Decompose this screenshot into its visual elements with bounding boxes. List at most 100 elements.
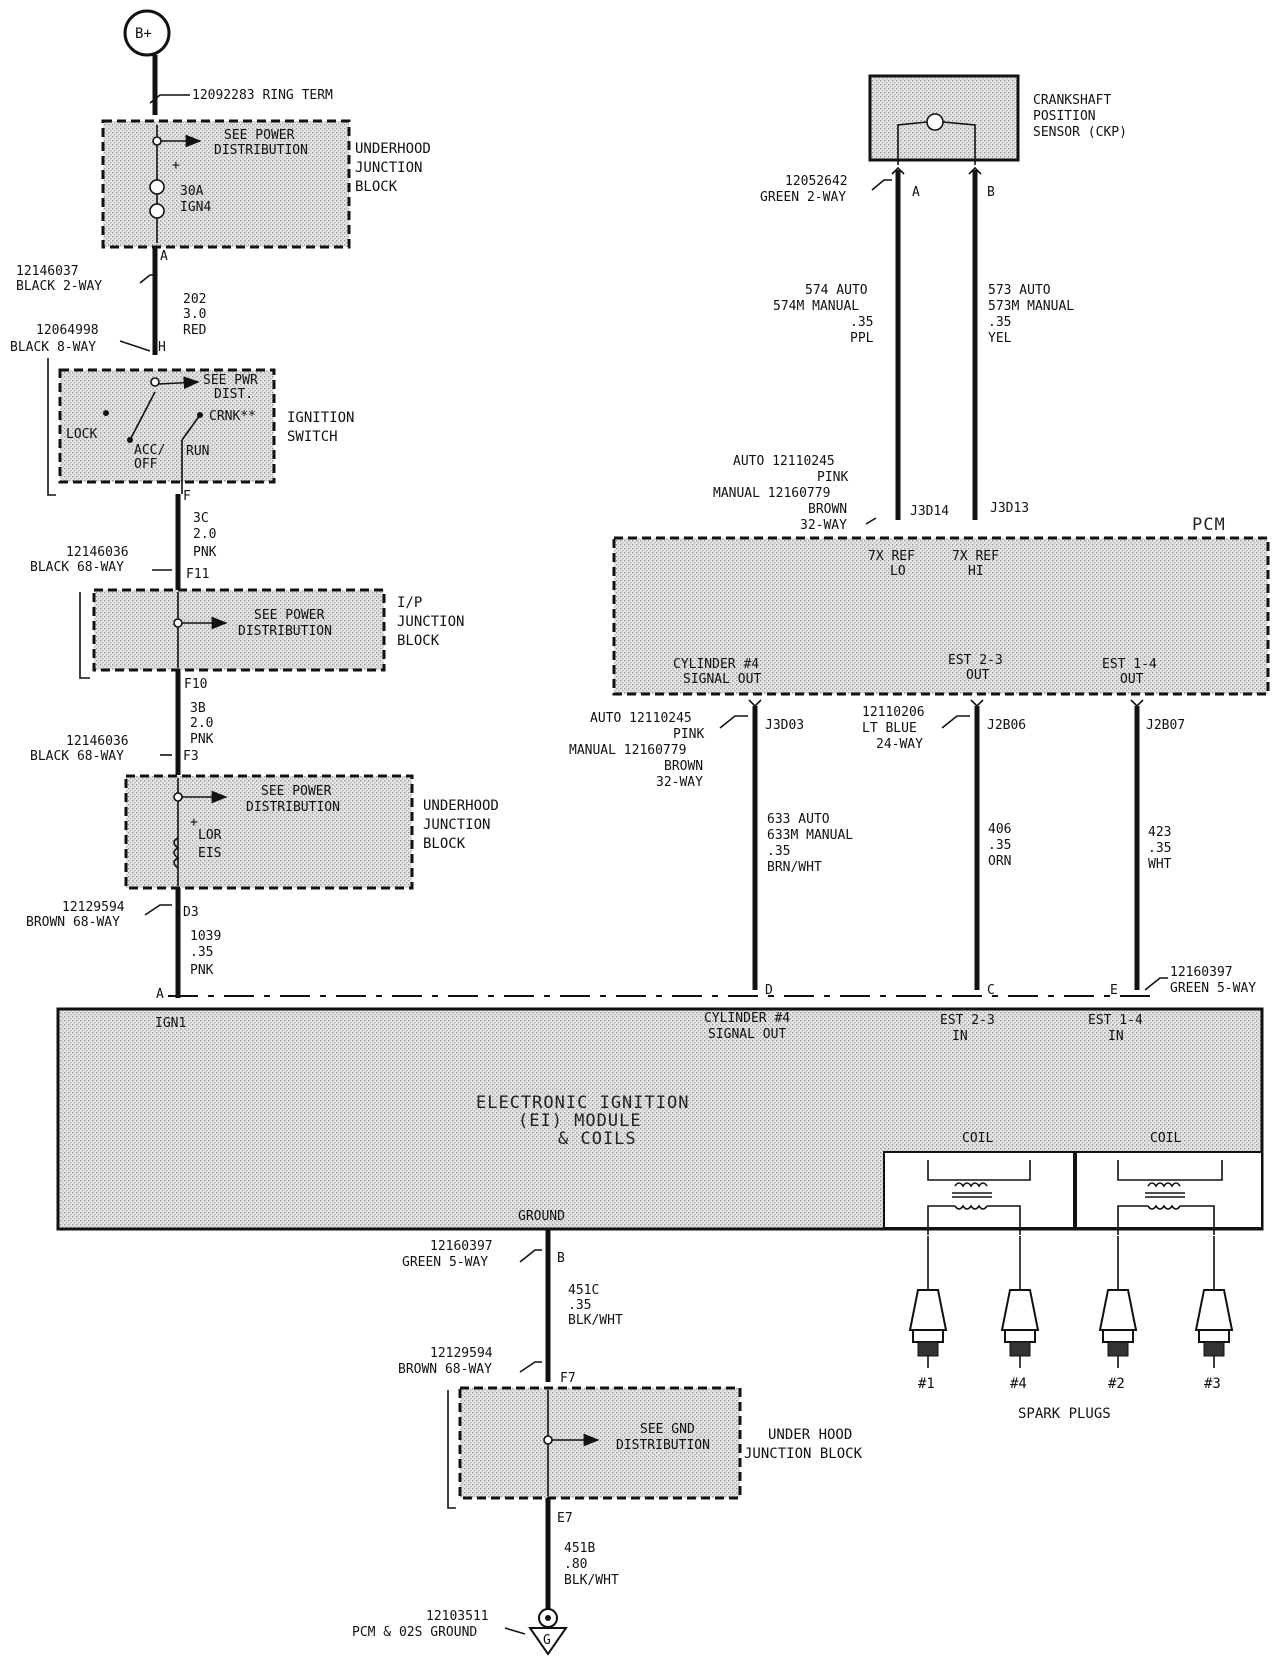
svg-text:3.0: 3.0 [183,307,206,322]
svg-text:PNK: PNK [190,732,214,747]
svg-text:SEE POWER: SEE POWER [261,784,332,799]
svg-text:IGNITION: IGNITION [287,410,354,426]
svg-text:UNDER HOOD: UNDER HOOD [768,1427,852,1443]
svg-text:IGN1: IGN1 [155,1016,186,1031]
svg-text:H: H [158,340,166,355]
svg-text:MANUAL 12160779: MANUAL 12160779 [713,486,830,501]
svg-text:LO: LO [890,564,906,579]
svg-text:SWITCH: SWITCH [287,429,338,445]
svg-text:32-WAY: 32-WAY [656,775,703,790]
svg-text:E7: E7 [557,1511,573,1526]
svg-text:YEL: YEL [988,331,1012,346]
svg-text:BROWN 68-WAY: BROWN 68-WAY [26,915,120,930]
spark-plug-2: #2 [1098,1236,1138,1392]
svg-text:BROWN: BROWN [808,502,847,517]
svg-text:PINK: PINK [673,727,704,742]
svg-text:573 AUTO: 573 AUTO [988,283,1051,298]
svg-text:F: F [183,489,191,504]
svg-text:+: + [190,815,198,830]
svg-text:633M MANUAL: 633M MANUAL [767,828,853,843]
svg-text:2.0: 2.0 [193,527,216,542]
underhood-junction-block-mid: + SEE POWER DISTRIBUTION LOR EIS [124,774,414,890]
svg-text:SEE POWER: SEE POWER [224,128,295,143]
svg-text:202: 202 [183,292,206,307]
svg-text:.35: .35 [767,844,790,859]
svg-text:574M MANUAL: 574M MANUAL [773,299,859,314]
svg-text:SIGNAL OUT: SIGNAL OUT [683,672,761,687]
svg-text:GROUND: GROUND [518,1209,565,1224]
svg-text:RUN: RUN [186,444,209,459]
battery-label: B+ [135,26,152,42]
svg-text:C: C [987,983,995,998]
spark-plug-4: #4 [1000,1236,1040,1392]
svg-text:JUNCTION: JUNCTION [355,160,422,176]
svg-text:J3D13: J3D13 [990,501,1029,516]
svg-text:B: B [987,185,995,200]
svg-text:HI: HI [968,564,984,579]
svg-text:574 AUTO: 574 AUTO [805,283,868,298]
svg-text:EST 1-4: EST 1-4 [1102,657,1157,672]
svg-text:1039: 1039 [190,929,221,944]
svg-text:LT BLUE: LT BLUE [862,721,917,736]
pcm-module: 7X REF LO 7X REF HI CYLINDER #4 SIGNAL O… [612,536,1270,696]
svg-text:D3: D3 [183,905,199,920]
svg-text:EST 2-3: EST 2-3 [948,653,1003,668]
spark-plug-1: #1 [908,1236,948,1392]
svg-text:451B: 451B [564,1541,595,1556]
crankshaft-position-sensor [868,74,1020,165]
pcm-title: PCM [1192,515,1226,535]
svg-text:BLACK 68-WAY: BLACK 68-WAY [30,560,124,575]
svg-text:J2B06: J2B06 [987,718,1026,733]
svg-text:J2B07: J2B07 [1146,718,1185,733]
svg-text:CRANKSHAFT: CRANKSHAFT [1033,93,1111,108]
svg-text:CYLINDER #4: CYLINDER #4 [673,657,759,672]
ignition-switch: SEE PWR DIST. LOCK ACC/ OFF RUN CRNK** [58,368,276,494]
svg-text:PPL: PPL [850,331,874,346]
svg-text:633 AUTO: 633 AUTO [767,812,830,827]
svg-text:F3: F3 [183,749,199,764]
svg-text:SEE GND: SEE GND [640,1422,695,1437]
svg-text:WHT: WHT [1148,857,1172,872]
battery-terminal: B+ [123,9,171,57]
svg-text:BLOCK: BLOCK [423,836,466,852]
svg-text:BLOCK: BLOCK [397,633,440,649]
ip-junction-block: SEE POWER DISTRIBUTION [92,588,386,672]
svg-text:#4: #4 [1010,1376,1027,1392]
svg-text:.35: .35 [190,945,213,960]
svg-text:PNK: PNK [193,545,217,560]
spark-plug-3: #3 [1194,1236,1234,1392]
svg-text:(EI) MODULE: (EI) MODULE [518,1111,642,1131]
svg-text:D: D [765,983,773,998]
ring-term-label: 12092283 RING TERM [192,88,333,103]
svg-text:DISTRIBUTION: DISTRIBUTION [214,143,308,158]
svg-text:406: 406 [988,822,1011,837]
svg-text:SEE PWR: SEE PWR [203,373,258,388]
svg-text:ORN: ORN [988,854,1011,869]
svg-text:F11: F11 [186,567,209,582]
svg-text:BLOCK: BLOCK [355,179,398,195]
svg-text:7X REF: 7X REF [952,549,999,564]
svg-text:JUNCTION BLOCK: JUNCTION BLOCK [744,1446,863,1462]
ei-module: IGN1 CYLINDER #4 SIGNAL OUT EST 2-3 IN E… [56,1007,1264,1235]
svg-text:MANUAL 12160779: MANUAL 12160779 [569,743,686,758]
svg-text:POSITION: POSITION [1033,109,1096,124]
svg-text:EST 1-4: EST 1-4 [1088,1013,1143,1028]
svg-text:.35: .35 [1148,841,1171,856]
svg-text:GREEN 5-WAY: GREEN 5-WAY [1170,981,1256,996]
svg-text:.80: .80 [564,1557,587,1572]
underhood-junction-block-top: + SEE POWER DISTRIBUTION 30A IGN4 [101,119,351,249]
svg-text:LOR: LOR [198,828,222,843]
svg-text:SENSOR (CKP): SENSOR (CKP) [1033,125,1127,140]
svg-text:24-WAY: 24-WAY [876,737,923,752]
underhood-junction-block-ground: SEE GND DISTRIBUTION [458,1386,742,1500]
svg-text:3B: 3B [190,701,206,716]
svg-text:BLACK 68-WAY: BLACK 68-WAY [30,749,124,764]
svg-text:OUT: OUT [966,668,990,683]
svg-text:COIL: COIL [962,1131,993,1146]
svg-text:12146036: 12146036 [66,734,129,749]
svg-text:3C: 3C [193,511,209,526]
svg-text:GREEN 5-WAY: GREEN 5-WAY [402,1255,488,1270]
svg-text:#3: #3 [1204,1376,1221,1392]
svg-text:BROWN 68-WAY: BROWN 68-WAY [398,1362,492,1377]
